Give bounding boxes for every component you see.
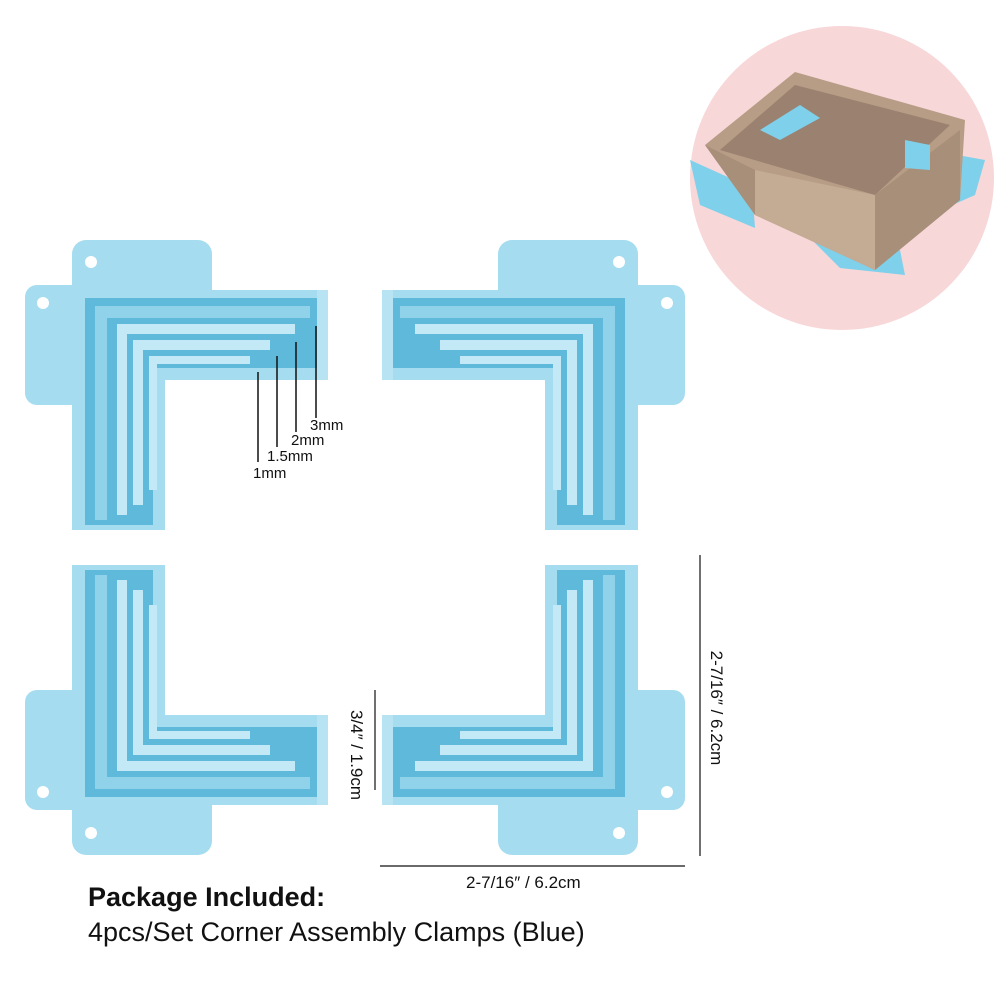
clamp-bottom-right: [382, 565, 685, 855]
callout-1-5mm: 1.5mm: [267, 448, 313, 465]
callout-1mm: 1mm: [253, 465, 287, 482]
callout-lines: [257, 326, 317, 462]
depth-dimension-label: 3/4″ / 1.9cm: [347, 709, 366, 801]
callout-2mm: 2mm: [291, 432, 325, 449]
clamp-top-right: [382, 240, 685, 530]
package-title: Package Included:: [88, 882, 326, 912]
inset-photo: [690, 26, 994, 330]
callout-3mm: 3mm: [310, 417, 344, 434]
dimension-lines: [374, 555, 701, 867]
width-dimension-label: 2-7/16″ / 6.2cm: [466, 873, 581, 892]
height-dimension-label: 2-7/16″ / 6.2cm: [707, 650, 726, 766]
package-description: 4pcs/Set Corner Assembly Clamps (Blue): [88, 917, 585, 947]
clamp-bottom-left: [25, 565, 328, 855]
clamp-top-left: [25, 240, 328, 530]
